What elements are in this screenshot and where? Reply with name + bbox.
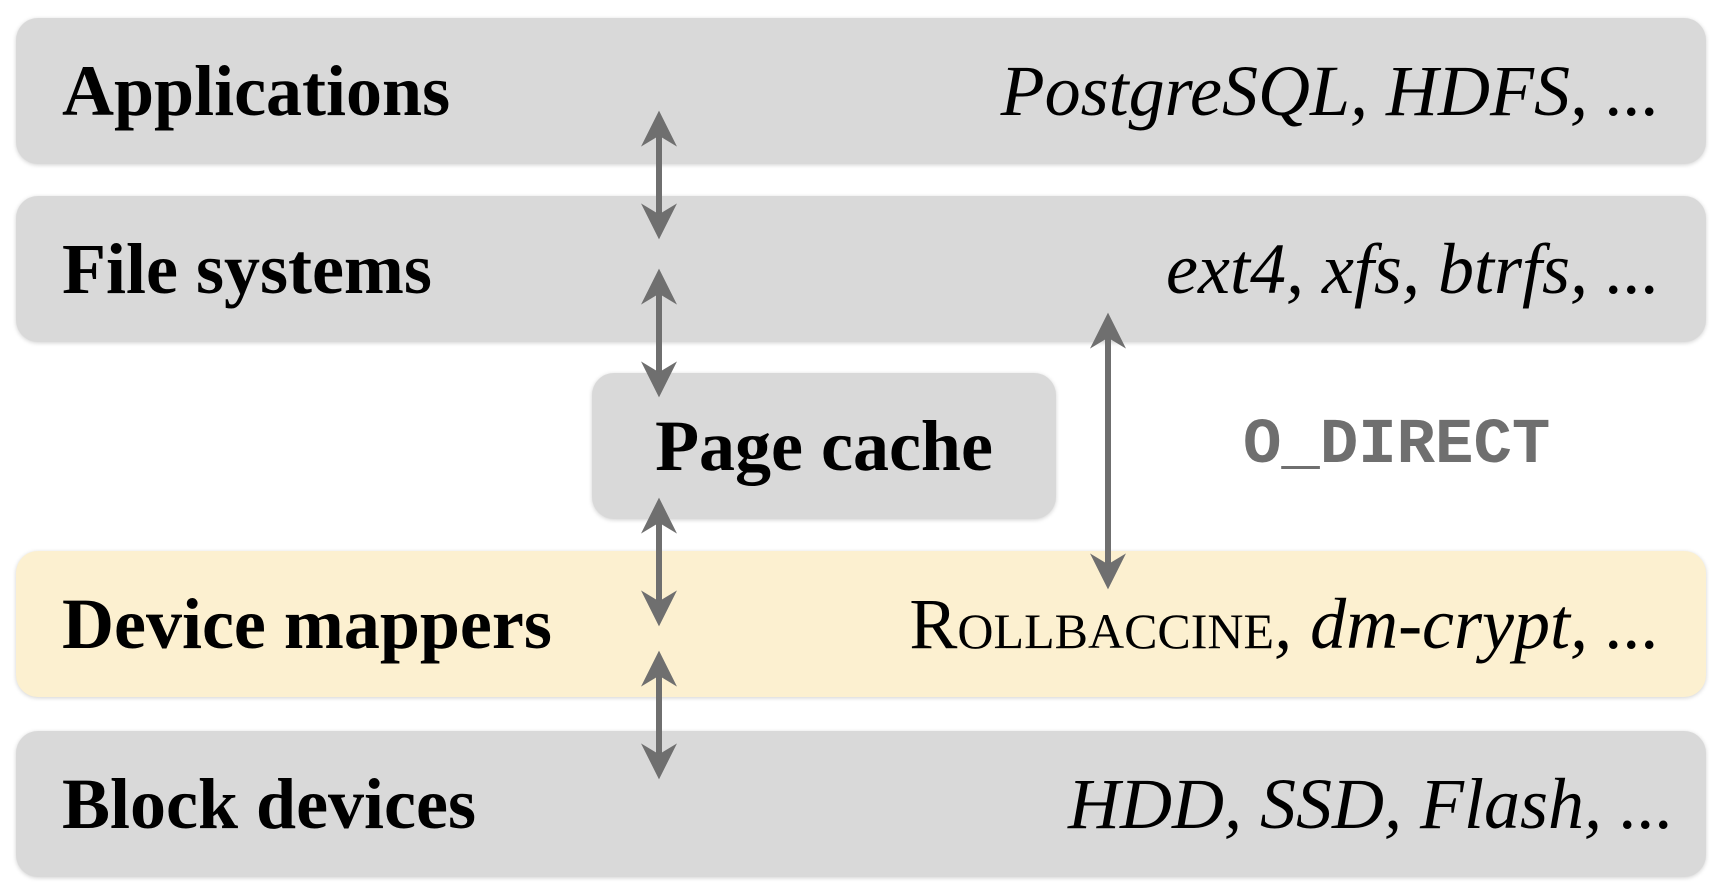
- layer-title-device-mappers: Device mappers: [62, 584, 552, 664]
- o-direct-label: O_DIRECT: [1243, 410, 1551, 482]
- layer-title-block-devices: Block devices: [62, 764, 476, 844]
- layer-examples-applications: PostgreSQL, HDFS, ...: [1000, 51, 1660, 131]
- page-cache-box: Page cache: [592, 373, 1056, 519]
- layer-title-file-systems: File systems: [62, 229, 432, 309]
- layer-file-systems: File systems ext4, xfs, btrfs, ...: [16, 196, 1706, 342]
- layer-block-devices: Block devices HDD, SSD, Flash, ...: [16, 731, 1706, 877]
- layer-examples-device-mappers: Rollbaccine, dm-crypt, ...: [909, 588, 1660, 660]
- rollbaccine-initial: R: [909, 584, 958, 664]
- rollbaccine-smallcaps: ollbaccine: [957, 584, 1275, 664]
- page-cache-title: Page cache: [655, 406, 993, 486]
- layer-device-mappers: Device mappers Rollbaccine, dm-crypt, ..…: [16, 551, 1706, 697]
- layer-examples-block-devices: HDD, SSD, Flash, ...: [1068, 764, 1674, 844]
- examples-rest: dm-crypt, ...: [1310, 584, 1660, 664]
- layer-title-applications: Applications: [62, 51, 451, 131]
- examples-separator: ,: [1274, 584, 1311, 664]
- layer-applications: Applications PostgreSQL, HDFS, ...: [16, 18, 1706, 164]
- layer-examples-file-systems: ext4, xfs, btrfs, ...: [1166, 229, 1660, 309]
